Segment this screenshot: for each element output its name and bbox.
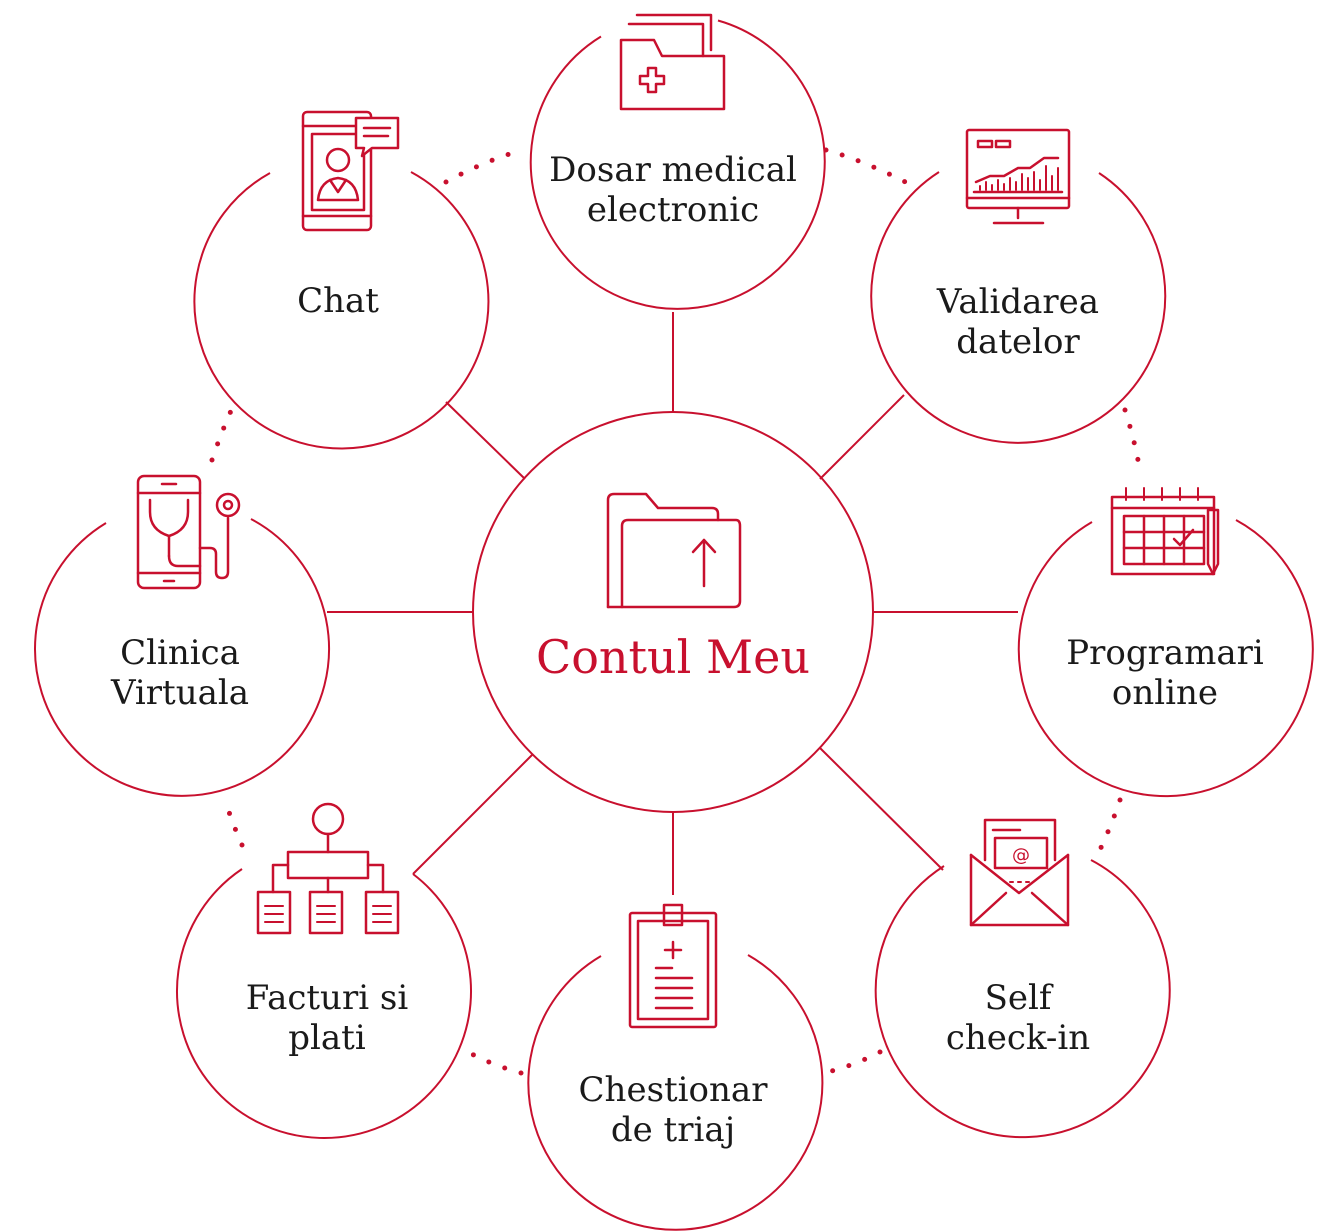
medical-folder-icon [619, 13, 726, 111]
connector-chat [445, 401, 526, 480]
svg-text:@: @ [1012, 845, 1030, 866]
phone-chat-icon [301, 110, 400, 232]
folder-upload-icon [606, 492, 742, 609]
node-chat-label[interactable]: Chat [297, 281, 379, 321]
node-circle-validarea [870, 171, 1167, 444]
dotted-link-self-chestionar [825, 1049, 883, 1075]
node-circle-dosar [529, 19, 826, 310]
node-dosar-line1: Dosar medical [549, 150, 797, 190]
node-programari-label[interactable]: Programari online [1066, 633, 1264, 713]
node-validarea-line1: Validarea [936, 282, 1100, 322]
calendar-icon [1110, 487, 1220, 576]
connector-facturi [412, 754, 533, 875]
node-chestionar-line2: de triaj [610, 1110, 736, 1150]
node-self-line1: Self [984, 978, 1052, 1018]
dotted-link-chat-dosar [443, 147, 525, 185]
connector-validarea [819, 394, 905, 480]
node-circle-chat [193, 171, 490, 450]
node-clinica-line1: Clinica [120, 633, 240, 673]
dotted-link-chestionar-facturi [465, 1049, 524, 1076]
envelope-at-icon: @ [969, 818, 1070, 927]
node-clinica-line2: Virtuala [110, 673, 250, 713]
center-circle [472, 411, 874, 813]
monitor-chart-icon [965, 128, 1071, 225]
dotted-link-programari-self [1092, 797, 1123, 863]
node-facturi-label[interactable]: Facturi si plati [246, 978, 408, 1058]
clipboard-icon [628, 903, 718, 1029]
node-chat-line1: Chat [297, 281, 379, 321]
node-facturi-line2: plati [288, 1018, 366, 1058]
dotted-link-dosar-validarea [823, 147, 918, 190]
center-label[interactable]: Contul Meu [536, 630, 810, 684]
node-self-label[interactable]: Self check-in [946, 978, 1090, 1058]
node-dosar-line2: electronic [586, 190, 760, 230]
node-chestionar-label[interactable]: Chestionar de triaj [579, 1070, 768, 1150]
node-circle-clinica [34, 518, 331, 797]
node-dosar-label[interactable]: Dosar medical electronic [549, 150, 797, 230]
dotted-link-clinica-chat [209, 399, 238, 463]
node-circle-programari [1017, 519, 1314, 798]
node-circle-facturi [176, 868, 472, 1139]
connector-self [819, 747, 944, 871]
node-circle-self [874, 859, 1171, 1139]
node-validarea-line2: datelor [956, 322, 1080, 362]
node-circle-chestionar [527, 954, 824, 1231]
node-clinica-label[interactable]: Clinica Virtuala [111, 633, 249, 713]
dotted-link-validarea-programari [1122, 407, 1141, 463]
node-programari-line2: online [1111, 673, 1219, 713]
node-chestionar-line1: Chestionar [578, 1070, 768, 1110]
node-self-line2: check-in [945, 1018, 1091, 1058]
node-facturi-line1: Facturi si [245, 978, 409, 1018]
org-chart-icon [256, 802, 400, 935]
dotted-link-facturi-clinica [222, 797, 245, 848]
node-programari-line1: Programari [1066, 633, 1264, 673]
phone-stethoscope-icon [136, 474, 241, 590]
node-validarea-label[interactable]: Validarea datelor [937, 282, 1099, 362]
